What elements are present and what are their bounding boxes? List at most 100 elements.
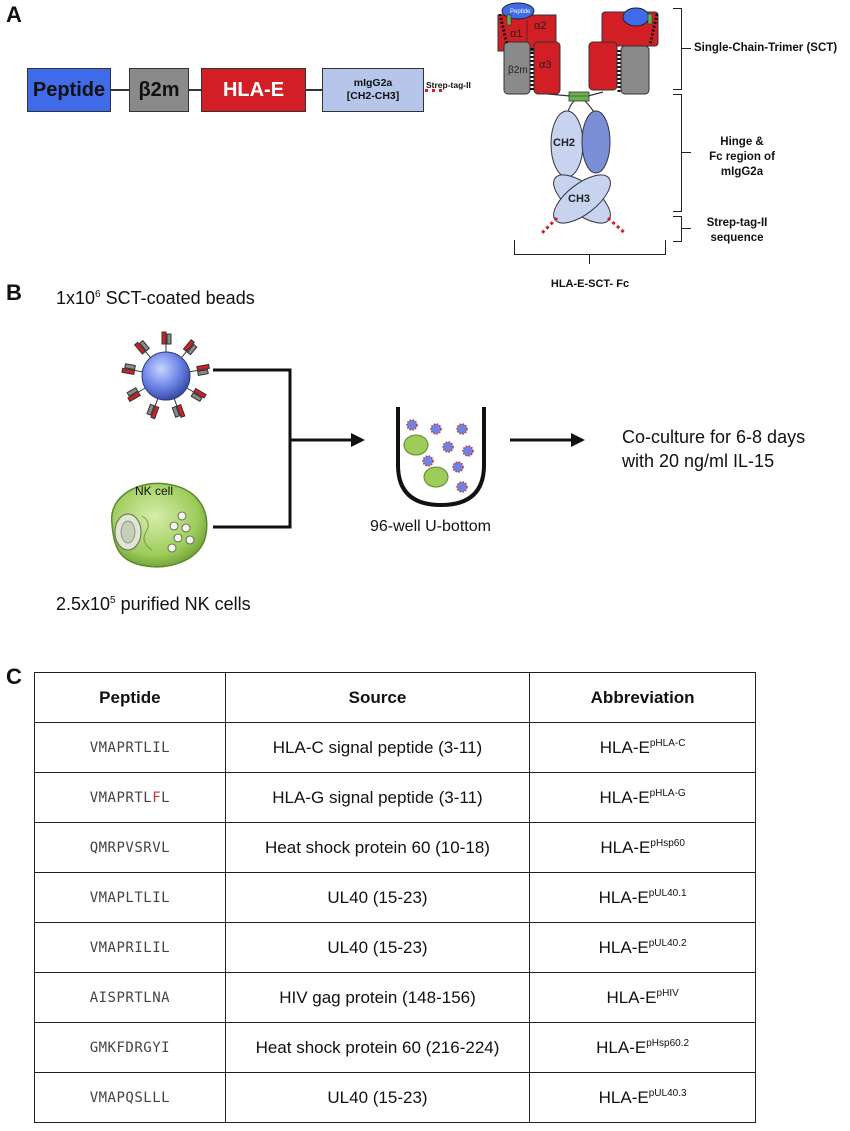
right-peptide-shape (622, 7, 650, 27)
strep-line1: Strep-tag-II (706, 217, 768, 229)
ch3-label: CH3 (568, 193, 590, 205)
ch2-label: CH2 (553, 137, 575, 149)
peptide-source: UL40 (15-23) (224, 872, 531, 923)
left-b2m-domain (503, 41, 531, 95)
hinge-fc-label: Hinge & Fc region of mIgG2a (692, 135, 792, 180)
strep-sequence-label: Strep-tag-II sequence (692, 216, 782, 246)
table-row: VMAPRILIL UL40 (15-23) HLA-EpUL40.2 (34, 922, 756, 973)
coculture-label: Co-culture for 6-8 days with 20 ng/ml IL… (622, 425, 805, 473)
peptide-sequence: VMAPRTLFL (34, 772, 226, 823)
construct-migg2a-label: mIgG2a (353, 77, 393, 89)
table-row: VMAPQSLLL UL40 (15-23) HLA-EpUL40.3 (34, 1072, 756, 1123)
peptide-source: HIV gag protein (148-156) (224, 972, 531, 1023)
peptide-abbreviation: HLA-EpHIV (529, 972, 756, 1023)
well-label: 96-well U-bottom (370, 518, 491, 535)
construct-peptide-box: Peptide (27, 68, 111, 112)
table-row: VMAPRTLFL HLA-G signal peptide (3-11) HL… (34, 772, 756, 823)
u-bottom-well (396, 407, 486, 508)
left-alpha3-domain (533, 41, 561, 95)
construct-migg2a-sublabel: [CH2-CH3] (346, 90, 400, 102)
peptide-source: UL40 (15-23) (224, 922, 531, 973)
peptide-abbreviation: HLA-EpHLA-G (529, 772, 756, 823)
table-row: AISPRTLNA HIV gag protein (148-156) HLA-… (34, 972, 756, 1023)
alpha2-label: α2 (534, 20, 546, 32)
beads-count-label: 1x106 SCT-coated beads (56, 288, 255, 309)
table-row: GMKFDRGYI Heat shock protein 60 (216-224… (34, 1022, 756, 1073)
peptide-source: HLA-G signal peptide (3-11) (224, 772, 531, 823)
sct-label: Single-Chain-Trimer (SCT) (694, 42, 838, 54)
alpha1-label: α1 (510, 28, 522, 40)
peptide-sequence: VMAPQSLLL (34, 1072, 226, 1123)
table-row: VMAPLTLIL UL40 (15-23) HLA-EpUL40.1 (34, 872, 756, 923)
construct-migg2a-box: mIgG2a [CH2-CH3] (322, 68, 424, 112)
coculture-line1: Co-culture for 6-8 days (622, 427, 806, 447)
peptide-label-text: Peptide (510, 9, 531, 15)
table-header-row: Peptide Source Abbreviation (34, 672, 756, 723)
construct-linker-2 (189, 89, 201, 91)
sct-coated-bead (121, 331, 210, 420)
panel-c-letter: C (6, 664, 22, 689)
table-row: VMAPRTLIL HLA-C signal peptide (3-11) HL… (34, 722, 756, 773)
hla-e-sct-fc-label: HLA-E-SCT- Fc (550, 278, 630, 290)
hinge-fc-line3: mIgG2a (720, 166, 764, 178)
construct-strep-tag (425, 89, 442, 92)
construct-linker-1 (111, 89, 129, 91)
nk-cell-label: NK cell (135, 484, 174, 498)
strep-bracket (673, 216, 682, 242)
well-contents (403, 419, 474, 493)
nk-cell (111, 482, 208, 568)
peptide-source: UL40 (15-23) (224, 1072, 531, 1123)
right-strep-tag (607, 216, 627, 236)
peptide-sequence: QMRPVSRVL (34, 822, 226, 873)
hinge-fc-line1: Hinge & (720, 136, 764, 148)
table-row: QMRPVSRVL Heat shock protein 60 (10-18) … (34, 822, 756, 873)
panel-a-letter: A (6, 2, 22, 27)
beads-suffix: SCT-coated beads (100, 288, 255, 308)
peptide-source: Heat shock protein 60 (10-18) (224, 822, 531, 873)
right-alpha3-domain (588, 41, 618, 91)
b2m-label: β2m (508, 65, 528, 76)
alpha3-label: α3 (539, 59, 551, 71)
peptide-abbreviation: HLA-EpUL40.2 (529, 922, 756, 973)
construct-peptide-label: Peptide (32, 78, 106, 101)
peptide-abbreviation: HLA-EpUL40.3 (529, 1072, 756, 1123)
sct-bracket (673, 8, 682, 90)
peptide-sequence: VMAPLTLIL (34, 872, 226, 923)
nk-count-label: 2.5x105 purified NK cells (56, 594, 251, 615)
peptide-sequence: VMAPRILIL (34, 922, 226, 973)
nk-suffix: purified NK cells (115, 594, 251, 614)
hinge-disulfide (568, 91, 590, 102)
header-source: Source (224, 672, 531, 723)
nk-exponent: 5 (110, 595, 116, 606)
peptide-abbreviation: HLA-EpHsp60.2 (529, 1022, 756, 1073)
peptide-abbreviation: HLA-EpUL40.1 (529, 872, 756, 923)
construct-strep-tag-label: Strep-tag-II (426, 80, 471, 90)
beads-prefix: 1x10 (56, 288, 96, 308)
construct-b2m-label: β2m (138, 78, 180, 101)
strep-line2: sequence (710, 232, 764, 244)
peptide-source: HLA-C signal peptide (3-11) (224, 722, 531, 773)
header-peptide: Peptide (34, 672, 226, 723)
construct-hlae-box: HLA-E (201, 68, 306, 112)
right-b2m-domain (620, 45, 650, 95)
coculture-line2: with 20 ng/ml IL-15 (622, 451, 775, 471)
hinge-fc-line2: Fc region of (709, 151, 775, 163)
right-ch2-domain (581, 110, 611, 174)
beads-exponent: 6 (95, 289, 101, 300)
left-strep-tag (539, 216, 559, 236)
construct-b2m-box: β2m (129, 68, 189, 112)
peptide-source: Heat shock protein 60 (216-224) (224, 1022, 531, 1073)
peptide-sequence: AISPRTLNA (34, 972, 226, 1023)
peptide-abbreviation: HLA-EpHLA-C (529, 722, 756, 773)
highlighted-residue: F (152, 789, 162, 806)
bottom-bracket (514, 240, 666, 255)
hinge-fc-bracket (673, 94, 682, 212)
construct-hlae-label: HLA-E (222, 78, 285, 101)
nk-prefix: 2.5x10 (56, 594, 111, 614)
construct-linker-3 (306, 89, 322, 91)
header-abbreviation: Abbreviation (529, 672, 756, 723)
peptide-abbreviation: HLA-EpHsp60 (529, 822, 756, 873)
panel-b-letter: B (6, 280, 22, 305)
peptide-table: Peptide Source Abbreviation VMAPRTLIL HL… (34, 672, 756, 1123)
peptide-sequence: GMKFDRGYI (34, 1022, 226, 1073)
